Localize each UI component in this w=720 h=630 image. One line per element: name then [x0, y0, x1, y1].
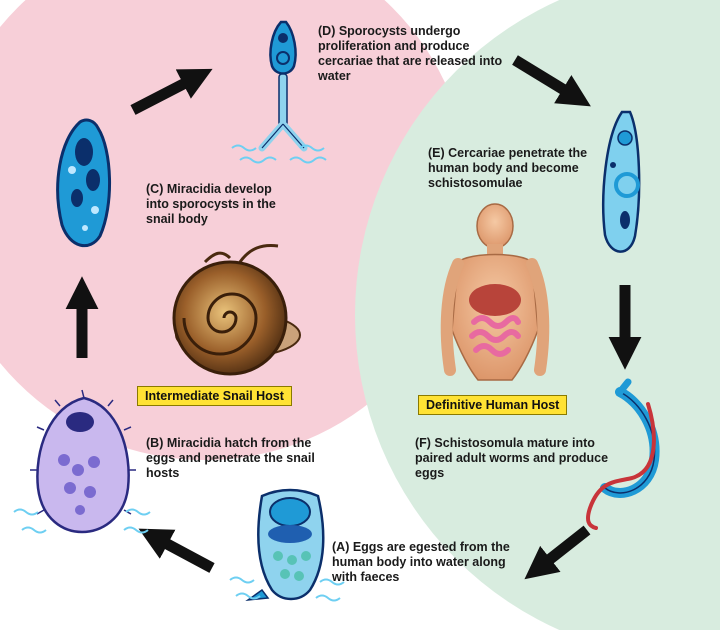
cercaria-icon [258, 20, 308, 152]
stage-d-label: (D) Sporocysts undergo proliferation and… [318, 24, 503, 83]
arrow-icon [130, 68, 213, 115]
arrow-icon [512, 55, 591, 107]
human-torso-icon [440, 203, 550, 381]
adult-worm-pair-icon [586, 378, 660, 530]
stage-e-label: (E) Cercariae penetrate the human body a… [428, 146, 588, 190]
egg-icon [245, 488, 325, 602]
miracidium-icon [30, 389, 136, 534]
water-wave-icon [13, 508, 151, 534]
stage-a-label: (A) Eggs are egested from the human body… [332, 540, 510, 584]
snail-host-label: Intermediate Snail Host [137, 386, 292, 406]
arrow-icon [524, 525, 591, 580]
stage-f-label: (F) Schistosomula mature into paired adu… [415, 436, 609, 480]
sporocyst-icon [56, 118, 112, 248]
snail-icon [172, 244, 301, 376]
stage-b-label: (B) Miracidia hatch from the eggs and pe… [146, 436, 315, 480]
snail-host-region [0, 0, 470, 460]
stage-c-label: (C) Miracidia develop into sporocysts in… [146, 182, 276, 226]
water-wave-icon [229, 576, 345, 602]
arrow-icon [138, 528, 215, 573]
water-wave-icon [231, 144, 327, 164]
schistosomula-icon [602, 110, 641, 253]
human-host-label: Definitive Human Host [418, 395, 568, 415]
